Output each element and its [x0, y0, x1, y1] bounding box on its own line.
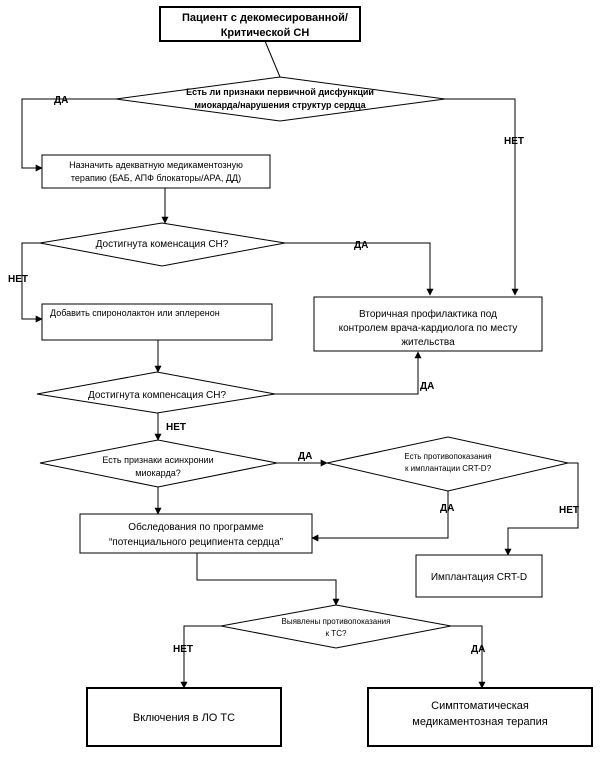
label-primary-no: НЕТ: [504, 136, 524, 147]
node-secondary-line1: Вторичная профилактика под: [359, 308, 497, 320]
node-spiro: Добавить спиронолактон или эплеренон: [41, 303, 273, 341]
edge-comp1-no: [21, 242, 43, 323]
edge-contra-tc-yes: [451, 625, 486, 689]
node-exam-line2: “потенциального реципиента сердца”: [109, 537, 283, 548]
node-list-tc: Включения в ЛО ТС: [86, 687, 282, 747]
node-q-comp2: Достигнута компенсация СН?: [36, 371, 276, 414]
node-q-primary-line1: Есть ли признаки первичной дисфункции: [186, 87, 374, 97]
node-start-line1: Пациент с декомесированной/: [182, 12, 348, 24]
edge-comp1-yes: [285, 242, 434, 296]
node-start-line2: Критической СН: [221, 27, 310, 39]
node-crt-line1: Имплантация CRT-D: [431, 572, 527, 583]
node-q-async-line1: Есть признаки асинхронии: [102, 455, 213, 465]
label-contra-tc-yes: ДА: [471, 644, 485, 655]
node-q-contra-crt: Есть противопоказания к имплантации CRT-…: [326, 436, 569, 492]
label-comp2-yes: ДА: [420, 381, 434, 392]
node-q-comp1: Достигнута коменсация СН?: [39, 222, 286, 267]
edge-primary-yes: [21, 98, 116, 172]
node-exam-line1: Обследования по программе: [128, 521, 264, 533]
node-therapy-line2: терапию (БАБ, АПФ блокаторы/АРА, ДД): [71, 173, 241, 183]
edge-exam-to-contra-tc: [196, 553, 340, 606]
node-q-contra-tc: Выявлены противопоказания к ТС?: [220, 604, 452, 649]
edge-comp2-yes: [275, 351, 422, 395]
edges: [21, 40, 579, 689]
node-symptomatic: Симптоматическая медикаментозная терапия: [367, 687, 593, 747]
label-contra-crt-yes: ДА: [440, 503, 454, 514]
node-spiro-line1: Добавить спиронолактон или эплеренон: [50, 308, 220, 318]
node-q-async: Есть признаки асинхронии миокарда?: [39, 439, 278, 488]
edge-start-to-primary: [264, 40, 281, 78]
edge-contra-crt-yes: [311, 491, 449, 542]
edge-contra-tc-no: [180, 625, 221, 689]
edge-primary-no: [445, 98, 519, 296]
node-crt: Имплантация CRT-D: [415, 554, 543, 598]
node-exam: Обследования по программе “потенциальног…: [79, 513, 313, 554]
node-symptomatic-line1: Симптоматическая: [431, 700, 529, 712]
node-q-contra-crt-line1: Есть противопоказания: [404, 452, 491, 461]
label-async-yes: ДА: [298, 451, 312, 462]
node-q-contra-tc-line2: к ТС?: [326, 629, 347, 638]
node-list-tc-line1: Включения в ЛО ТС: [133, 712, 235, 724]
node-q-contra-tc-line1: Выявлены противопоказания: [282, 617, 391, 626]
node-q-comp1-line1: Достигнута коменсация СН?: [96, 239, 229, 250]
label-contra-tc-no: НЕТ: [173, 644, 193, 655]
node-secondary-line2: контролем врача-кардиолога по месту: [339, 323, 518, 334]
node-therapy: Назначить адекватную медикаментозную тер…: [41, 154, 271, 189]
node-start: Пациент с декомесированной/ Критической …: [159, 6, 361, 42]
label-comp1-no: НЕТ: [8, 274, 28, 285]
label-comp1-yes: ДА: [354, 240, 368, 251]
node-q-primary: Есть ли признаки первичной дисфункции ми…: [115, 76, 446, 122]
node-q-contra-crt-line2: к имплантации CRT-D?: [405, 464, 492, 473]
node-secondary-line3: жительства: [401, 337, 455, 348]
node-q-primary-line2: миокарда/нарушения структур сердца: [194, 100, 366, 110]
edge-labels: ДА НЕТ ДА НЕТ ДА НЕТ ДА ДА НЕТ НЕТ ДА: [8, 95, 579, 655]
node-q-comp2-line1: Достигнута компенсация СН?: [88, 390, 227, 401]
node-secondary: Вторичная профилактика под контролем вра…: [313, 296, 543, 352]
label-comp2-no: НЕТ: [166, 422, 186, 433]
label-contra-crt-no: НЕТ: [559, 505, 579, 516]
label-primary-yes: ДА: [54, 95, 68, 106]
edge-contra-crt-no: [504, 462, 579, 556]
node-q-async-line2: миокарда?: [135, 468, 180, 478]
node-therapy-line1: Назначить адекватную медикаментозную: [69, 160, 243, 170]
node-symptomatic-line2: медикаментозная терапия: [412, 716, 547, 728]
